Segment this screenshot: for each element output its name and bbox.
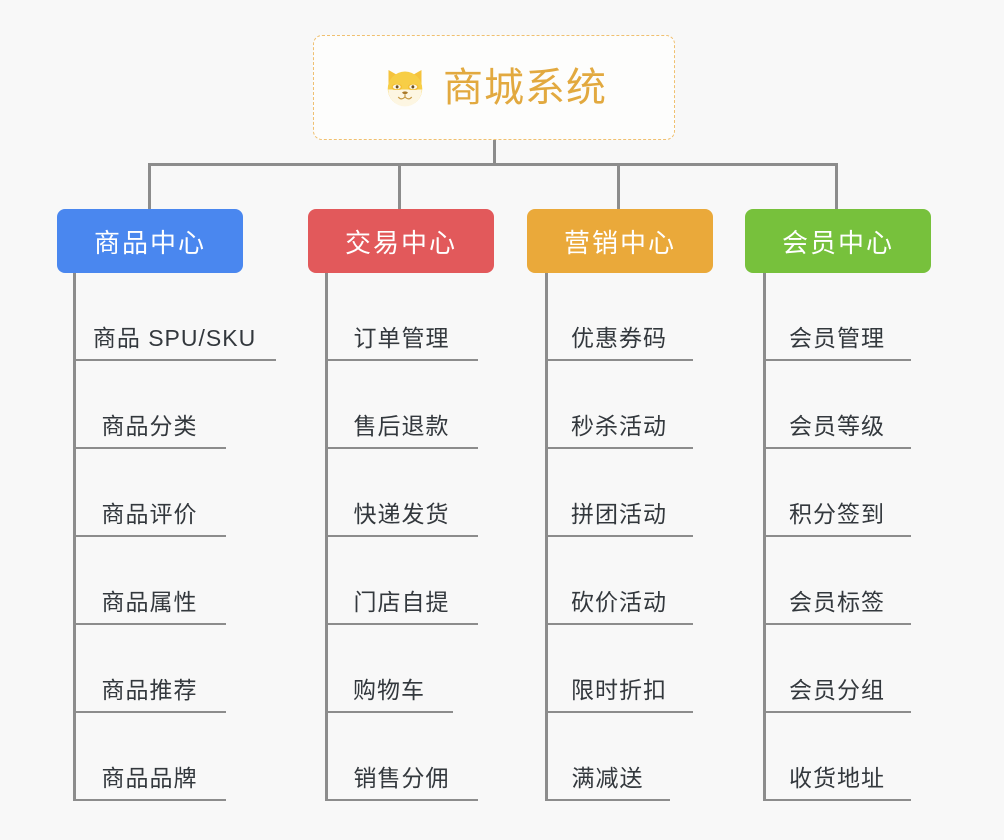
leaf-label: 商品属性 (101, 589, 198, 616)
leaf-item[interactable]: 销售分佣 (325, 713, 478, 801)
leaf-label: 商品评价 (101, 501, 198, 528)
leaf-label: 会员分组 (789, 677, 885, 704)
branch-title-2: 交易中心 (344, 227, 457, 258)
connector-drop-2 (398, 163, 401, 210)
leaf-label: 售后退款 (353, 413, 450, 440)
leaf-label: 商品推荐 (101, 677, 198, 704)
leaf-item[interactable]: 满减送 (545, 713, 670, 801)
leaf-item[interactable]: 购物车 (325, 625, 453, 713)
branch-title-4: 会员中心 (781, 227, 894, 258)
branch-trunk-1 (73, 273, 76, 801)
branch-title-1: 商品中心 (93, 227, 206, 258)
leaf-item[interactable]: 拼团活动 (545, 449, 693, 537)
leaf-label: 商品 SPU/SKU (92, 325, 257, 352)
leaf-label: 订单管理 (353, 325, 450, 352)
leaf-label: 会员等级 (789, 413, 885, 440)
branch-header-1[interactable]: 商品中心 (57, 209, 243, 273)
root-title: 商城系统 (443, 65, 607, 110)
leaf-item[interactable]: 商品推荐 (73, 625, 226, 713)
leaf-item[interactable]: 砍价活动 (545, 537, 693, 625)
leaf-item[interactable]: 商品分类 (73, 361, 226, 449)
connector-drop-4 (835, 163, 838, 210)
branch-header-4[interactable]: 会员中心 (745, 209, 931, 273)
leaf-label: 快递发货 (353, 501, 450, 528)
leaf-item[interactable]: 限时折扣 (545, 625, 693, 713)
leaf-label: 销售分佣 (353, 765, 450, 792)
shiba-dog-face-icon (387, 69, 423, 106)
leaf-label: 会员管理 (789, 325, 885, 352)
leaf-label: 会员标签 (789, 589, 885, 616)
leaf-item[interactable]: 商品品牌 (73, 713, 226, 801)
leaf-item[interactable]: 门店自提 (325, 537, 478, 625)
leaf-item[interactable]: 商品 SPU/SKU (73, 273, 276, 361)
leaf-item[interactable]: 商品评价 (73, 449, 226, 537)
connector-root-stem (493, 140, 496, 165)
leaf-item[interactable]: 快递发货 (325, 449, 478, 537)
leaf-label: 门店自提 (353, 589, 450, 616)
branch-trunk-4 (763, 273, 766, 801)
branch-trunk-2 (325, 273, 328, 801)
leaf-item[interactable]: 会员管理 (763, 273, 911, 361)
branch-header-2[interactable]: 交易中心 (308, 209, 494, 273)
leaf-item[interactable]: 会员标签 (763, 537, 911, 625)
leaf-item[interactable]: 积分签到 (763, 449, 911, 537)
leaf-label: 拼团活动 (571, 501, 667, 528)
leaf-label: 商品分类 (101, 413, 198, 440)
leaf-label: 秒杀活动 (571, 413, 667, 440)
leaf-item[interactable]: 会员分组 (763, 625, 911, 713)
connector-drop-1 (148, 163, 151, 210)
leaf-label: 砍价活动 (571, 589, 667, 616)
leaf-label: 满减送 (571, 765, 644, 792)
leaf-label: 优惠券码 (571, 325, 667, 352)
root-node[interactable]: 商城系统 (313, 35, 675, 140)
connector-drop-3 (617, 163, 620, 210)
branch-title-3: 营销中心 (563, 227, 676, 258)
leaf-item[interactable]: 会员等级 (763, 361, 911, 449)
leaf-item[interactable]: 订单管理 (325, 273, 478, 361)
leaf-label: 限时折扣 (571, 677, 667, 704)
leaf-item[interactable]: 秒杀活动 (545, 361, 693, 449)
leaf-item[interactable]: 收货地址 (763, 713, 911, 801)
connector-horizontal-bus (148, 163, 838, 166)
leaf-label: 购物车 (353, 677, 425, 704)
leaf-label: 商品品牌 (101, 765, 198, 792)
leaf-label: 积分签到 (789, 501, 885, 528)
branch-trunk-3 (545, 273, 548, 801)
branch-header-3[interactable]: 营销中心 (527, 209, 713, 273)
leaf-label: 收货地址 (789, 765, 885, 792)
leaf-item[interactable]: 售后退款 (325, 361, 478, 449)
leaf-item[interactable]: 商品属性 (73, 537, 226, 625)
leaf-item[interactable]: 优惠券码 (545, 273, 693, 361)
